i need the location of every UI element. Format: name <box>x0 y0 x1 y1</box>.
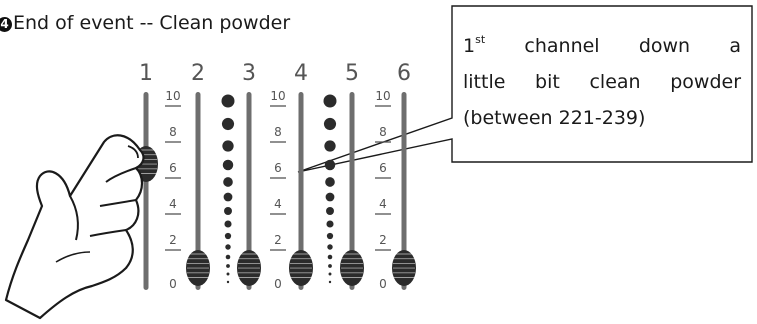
indicator-dot <box>224 220 232 228</box>
indicator-dot <box>328 272 332 276</box>
fader-scale: 10 8 6 4 2 0 <box>375 89 391 291</box>
callout-line-1: 1st channel down a <box>463 28 741 64</box>
fader-knob[interactable] <box>392 250 416 286</box>
channel-label-3: 3 <box>242 61 256 86</box>
indicator-dot <box>221 94 235 108</box>
indicator-dot <box>327 244 333 250</box>
fader-track <box>401 92 407 290</box>
indicator-dot <box>223 177 233 187</box>
indicator-dot <box>226 272 230 276</box>
fader-scale: 10 8 6 4 2 0 <box>165 89 181 291</box>
scale-mark-label: 10 <box>165 89 180 103</box>
channel-label-1: 1 <box>139 61 153 86</box>
scale-mark-label: 6 <box>379 161 387 175</box>
scale-mark-label: 10 <box>375 89 390 103</box>
indicator-dot <box>327 254 333 260</box>
indicator-dot <box>223 192 233 202</box>
scale-mark-label: 0 <box>274 277 282 291</box>
indicator-dot <box>225 244 231 250</box>
fader-scale: 10 8 6 4 2 0 <box>270 89 286 291</box>
scale-mark-label: 2 <box>274 233 282 247</box>
indicator-dot <box>222 159 234 171</box>
indicator-dot <box>325 192 335 202</box>
fader-track <box>349 92 355 290</box>
fader-2[interactable] <box>186 92 210 290</box>
scale-mark-label: 8 <box>379 125 387 139</box>
scale-mark-label: 10 <box>270 89 285 103</box>
indicator-dot <box>328 264 332 268</box>
step-heading-text: End of event -- Clean powder <box>13 12 291 34</box>
scale-mark-label: 4 <box>379 197 387 211</box>
callout-line-1-rest: channel down a <box>524 35 741 57</box>
callout-line-2: little bit clean powder <box>463 71 741 93</box>
scale-mark-label: 4 <box>274 197 282 211</box>
channel-label-2: 2 <box>191 61 205 86</box>
callout-text: 1st channel down a little bit clean powd… <box>463 28 741 136</box>
scale-mark-label: 8 <box>274 125 282 139</box>
indicator-dot <box>226 280 230 284</box>
scale-mark-label: 0 <box>379 277 387 291</box>
callout-line-3: (between 221-239) <box>463 107 646 129</box>
scale-mark-label: 8 <box>169 125 177 139</box>
indicator-dot <box>326 232 334 240</box>
channel-label-6: 6 <box>397 61 411 86</box>
fader-knob[interactable] <box>186 250 210 286</box>
indicator-dot <box>224 232 232 240</box>
indicator-dot <box>225 254 231 260</box>
ordinal-suffix: st <box>475 33 486 46</box>
indicator-dot <box>326 207 334 215</box>
indicator-dot <box>326 220 334 228</box>
fader-track <box>246 92 252 290</box>
scale-mark-label: 2 <box>379 233 387 247</box>
fader-knob[interactable] <box>237 250 261 286</box>
indicator-dot <box>323 117 337 131</box>
fader-5[interactable] <box>340 92 364 290</box>
indicator-dot <box>226 264 230 268</box>
step-number-badge: 4 <box>0 17 12 32</box>
ordinal-number: 1 <box>463 35 476 57</box>
hand-pointer-icon <box>4 134 145 320</box>
fader-knob[interactable] <box>340 250 364 286</box>
indicator-dot <box>224 207 232 215</box>
fader-3[interactable] <box>237 92 261 290</box>
indicator-dot <box>221 117 235 131</box>
scale-mark-label: 6 <box>274 161 282 175</box>
indicator-dot <box>324 140 336 152</box>
level-indicator-dots <box>221 94 235 284</box>
indicator-dot <box>325 177 335 187</box>
level-indicator-dots <box>323 94 337 284</box>
callout-box <box>297 5 753 173</box>
channel-label-5: 5 <box>345 61 359 86</box>
channel-label-4: 4 <box>294 61 308 86</box>
indicator-dot <box>222 140 234 152</box>
fader-track <box>298 92 304 290</box>
scale-mark-label: 4 <box>169 197 177 211</box>
indicator-dot <box>323 94 337 108</box>
indicator-dot <box>328 280 332 284</box>
fader-track <box>195 92 201 290</box>
fader-4[interactable] <box>289 92 313 290</box>
fader-knob[interactable] <box>289 250 313 286</box>
scale-mark-label: 2 <box>169 233 177 247</box>
scale-mark-label: 0 <box>169 277 177 291</box>
indicator-dot <box>324 159 336 171</box>
scale-mark-label: 6 <box>169 161 177 175</box>
fader-track <box>143 92 149 290</box>
fader-6[interactable] <box>392 92 416 290</box>
